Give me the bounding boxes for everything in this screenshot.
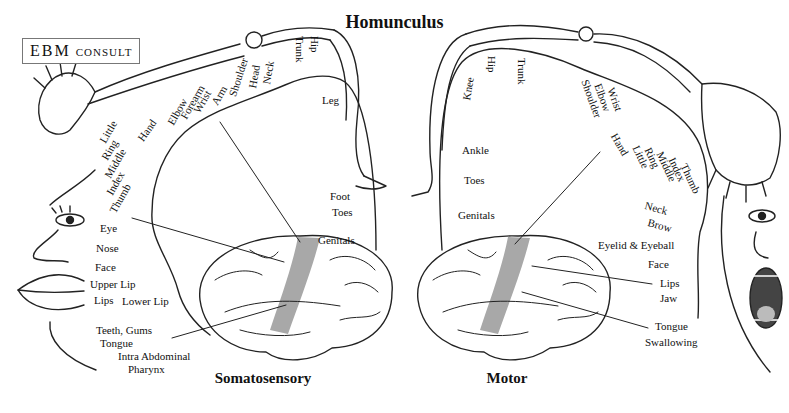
brain xyxy=(418,236,611,360)
region-label: Intra Abdominal xyxy=(118,350,190,362)
panel-caption: Motor xyxy=(487,369,528,387)
region-label: Eye xyxy=(100,222,117,234)
region-label: Hip xyxy=(486,56,498,73)
region-label: Eyelid & Eyeball xyxy=(598,239,674,251)
region-label: Head xyxy=(246,64,262,89)
region-label: Lips xyxy=(94,294,114,306)
region-label: Neck xyxy=(643,199,669,217)
region-label: Tongue xyxy=(100,337,133,349)
region-label: Hand xyxy=(609,131,631,158)
region-label: Face xyxy=(95,261,116,273)
region-label: Neck xyxy=(260,60,276,85)
panel-caption: Somatosensory xyxy=(215,369,312,387)
sensory-figure xyxy=(34,28,386,189)
region-label: Ankle xyxy=(462,144,489,156)
logo-text: EBM xyxy=(30,41,71,61)
region-label: Knee xyxy=(460,76,476,101)
region-label: Tongue xyxy=(655,320,688,332)
logo-box: EBM CONSULT xyxy=(22,38,140,64)
region-label: Genitals xyxy=(458,209,495,221)
sensory-face xyxy=(18,170,96,370)
region-label: Hand xyxy=(135,117,158,143)
region-label: Toes xyxy=(332,206,353,218)
region-label: Arm xyxy=(209,84,229,107)
region-label: Swallowing xyxy=(645,336,698,348)
motor-face xyxy=(721,196,782,372)
region-label: Lower Lip xyxy=(122,295,169,307)
logo-text: CONSULT xyxy=(76,45,133,59)
region-label: Foot xyxy=(330,190,350,202)
region-label: Teeth, Gums xyxy=(96,324,152,336)
region-label: Hip xyxy=(309,36,321,53)
motor-figure xyxy=(412,26,780,203)
region-label: Brow xyxy=(646,216,673,234)
region-label: Upper Lip xyxy=(90,278,136,290)
region-label: Genitals xyxy=(318,234,355,246)
region-label: Nose xyxy=(96,242,119,254)
region-label: Toes xyxy=(464,174,485,186)
brain xyxy=(200,236,393,360)
region-label: Leg xyxy=(322,94,339,106)
region-label: Trunk xyxy=(516,58,528,85)
region-label: Lips xyxy=(660,277,680,289)
diagram-title: Homunculus xyxy=(0,11,789,33)
region-label: Trunk xyxy=(294,36,306,63)
leader-line xyxy=(132,122,652,338)
region-label: Jaw xyxy=(660,292,677,304)
region-label: Pharynx xyxy=(128,363,165,375)
region-label: Face xyxy=(648,258,669,270)
region-label: Shoulder xyxy=(226,56,250,97)
